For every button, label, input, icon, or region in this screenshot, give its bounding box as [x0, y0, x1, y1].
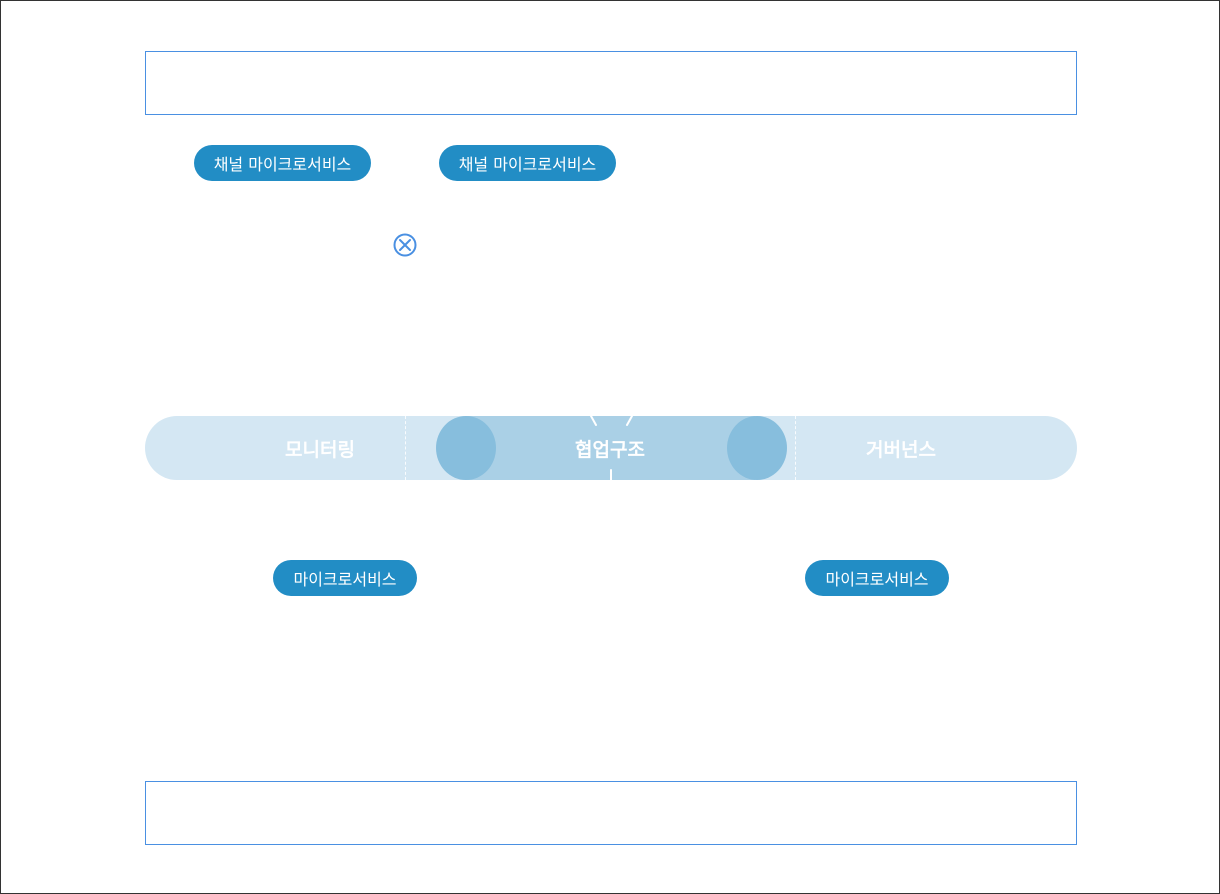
- channel-microservice-pill-2: 채널 마이크로서비스: [439, 145, 616, 181]
- process-band: 모니터링 협업구조 거버넌스: [145, 416, 1077, 480]
- governance-label: 거버넌스: [821, 416, 981, 480]
- bottom-outline-box: [145, 781, 1077, 845]
- collaboration-structure-text: 협업구조: [575, 438, 645, 461]
- microservice-label-1: 마이크로서비스: [293, 570, 397, 589]
- monitoring-text: 모니터링: [285, 438, 355, 461]
- microservice-pill-1: 마이크로서비스: [273, 560, 417, 596]
- band-circle-left: [436, 416, 496, 480]
- collaboration-structure-label: 협업구조: [530, 416, 690, 480]
- monitoring-label: 모니터링: [240, 416, 400, 480]
- channel-microservice-label-2: 채널 마이크로서비스: [458, 155, 597, 174]
- channel-microservice-pill-1: 채널 마이크로서비스: [194, 145, 371, 181]
- band-circle-right: [727, 416, 787, 480]
- governance-text: 거버넌스: [866, 438, 936, 461]
- band-divider-left: [405, 416, 406, 480]
- band-divider-right: [795, 416, 796, 480]
- microservice-pill-2: 마이크로서비스: [805, 560, 949, 596]
- top-outline-box: [145, 51, 1077, 115]
- channel-microservice-label-1: 채널 마이크로서비스: [213, 155, 352, 174]
- close-icon: [393, 233, 417, 257]
- microservice-label-2: 마이크로서비스: [825, 570, 929, 589]
